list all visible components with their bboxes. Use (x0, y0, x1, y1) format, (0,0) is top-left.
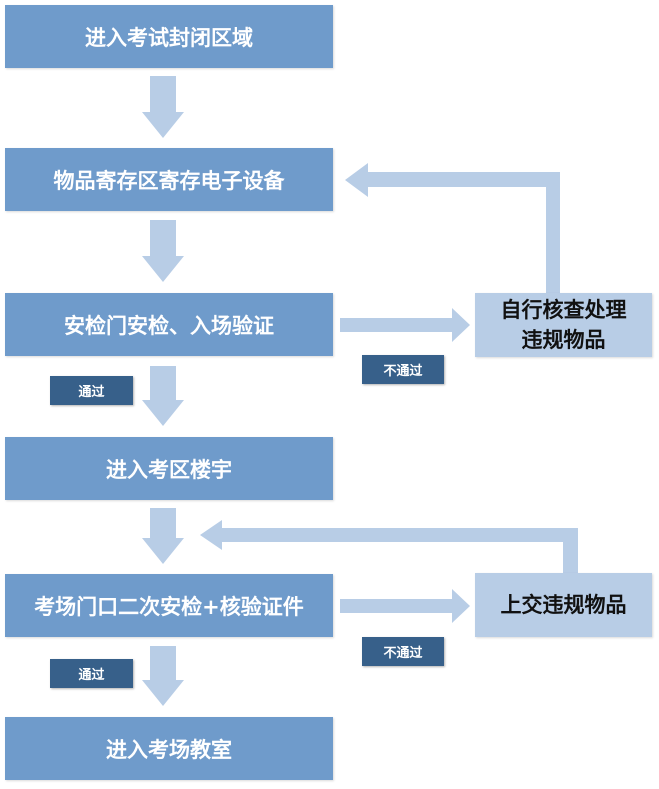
step-device-storage: 物品寄存区寄存电子设备 (5, 148, 333, 211)
side-self-check-line2: 违规物品 (521, 328, 606, 352)
fail-label-1: 不通过 (362, 355, 444, 384)
side-self-check-line1: 自行核查处理 (500, 298, 627, 322)
arrow-right-fail-2 (340, 589, 470, 623)
arrow-down-3 (142, 366, 184, 426)
step-enter-closed-area: 进入考试封闭区域 (5, 5, 333, 68)
arrow-return-2 (200, 520, 578, 573)
arrow-right-fail-1 (340, 308, 470, 342)
pass-label-1: 通过 (50, 376, 133, 405)
fail-label-2: 不通过 (362, 637, 444, 666)
arrow-down-1 (142, 76, 184, 138)
step-enter-building: 进入考区楼宇 (5, 437, 333, 500)
arrow-return-1 (345, 163, 560, 293)
arrow-down-4 (142, 508, 184, 564)
pass-label-2: 通过 (50, 659, 133, 688)
step-enter-classroom: 进入考场教室 (5, 717, 333, 780)
side-self-check: 自行核查处理 违规物品 (475, 293, 652, 357)
step-security-check: 安检门安检、入场验证 (5, 293, 333, 356)
arrow-down-2 (142, 220, 184, 282)
arrow-down-5 (142, 646, 184, 706)
side-hand-over: 上交违规物品 (475, 573, 652, 637)
step-second-check: 考场门口二次安检+核验证件 (5, 574, 333, 637)
